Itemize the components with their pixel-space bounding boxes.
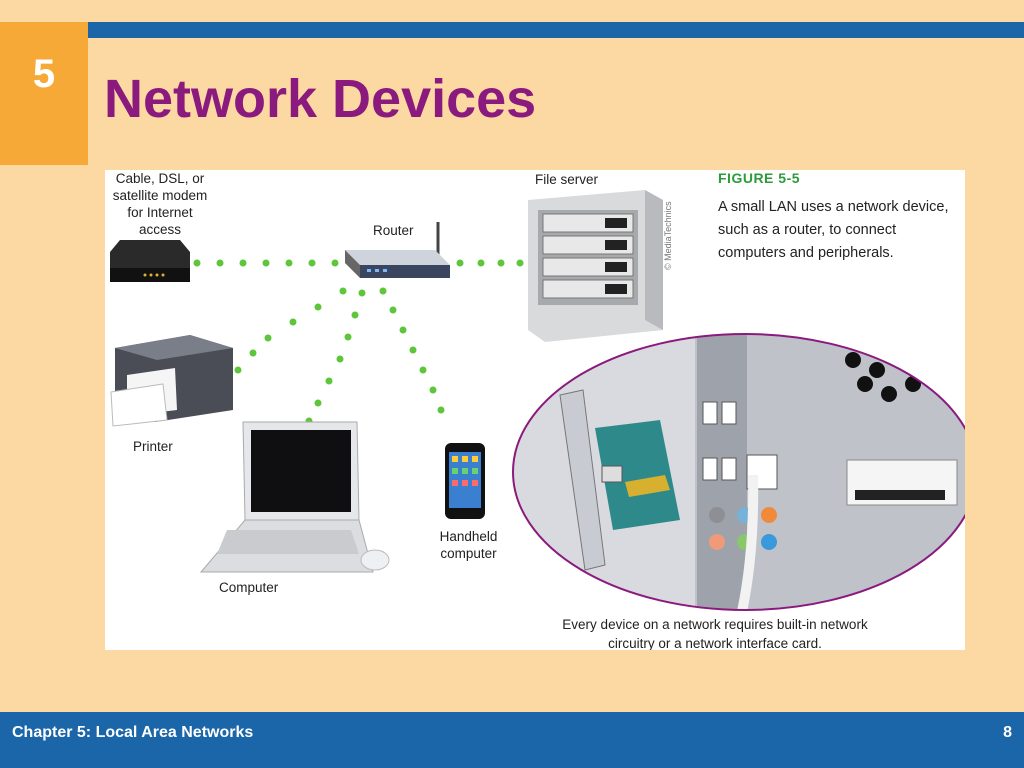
slide-title: Network Devices	[104, 69, 537, 129]
file-server-label: File server	[535, 172, 599, 187]
top-stripe	[0, 0, 1024, 22]
chapter-number: 5	[32, 52, 56, 96]
inset-border	[512, 333, 965, 611]
router-image	[345, 222, 450, 278]
network-illustration	[110, 190, 965, 611]
chapter-number-box: 5	[0, 22, 88, 165]
laptop-image	[199, 421, 390, 573]
printer-image	[110, 335, 233, 427]
printer-label: Printer	[133, 439, 173, 454]
top-bar	[88, 22, 1024, 38]
image-credit: © MediaTechnics	[663, 201, 673, 270]
connection-dots	[193, 259, 524, 425]
handheld-image	[445, 443, 485, 519]
page-number: 8	[1003, 724, 1012, 741]
computer-label: Computer	[219, 580, 279, 595]
figure-caption: A small LAN uses a network device, such …	[718, 199, 949, 261]
figure-panel: Cable, DSL, or satellite modem for Inter…	[105, 170, 965, 650]
inset-caption: Every device on a network requires built…	[562, 617, 868, 650]
file-server-image	[528, 190, 663, 342]
footer-chapter-title: Chapter 5: Local Area Networks	[12, 724, 254, 741]
modem-label: Cable, DSL, or satellite modem for Inter…	[112, 171, 208, 237]
figure-label: FIGURE 5-5	[718, 170, 801, 186]
router-label: Router	[373, 223, 414, 238]
handheld-label: Handheld computer	[439, 529, 498, 561]
network-card-inset	[513, 334, 965, 610]
footer-bar: Chapter 5: Local Area Networks 8	[0, 712, 1024, 768]
modem-image	[110, 240, 190, 282]
